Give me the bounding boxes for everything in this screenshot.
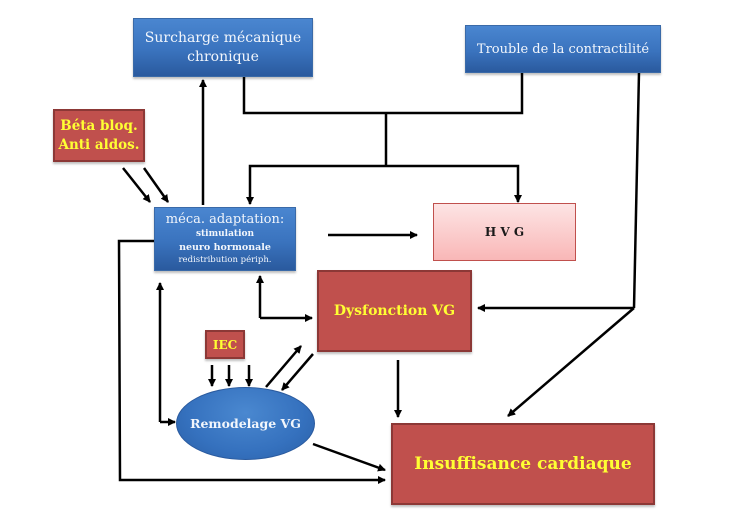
arrow-trouble-to-insuffisance [507,307,635,417]
arrow-remodelage-to-dysfonction [265,345,302,388]
node-insuffisance-label: Insuffisance cardiaque [414,454,632,474]
arrow-merge-to-meca [246,164,386,205]
node-meca-title: méca. adaptation: [165,212,285,227]
arrow-dysfonction-to-remodelage [281,353,314,391]
node-meca-line4: redistribution périph. [178,255,272,265]
node-hvg: H V G [433,203,576,261]
node-trouble-label: Trouble de la contractilité [476,41,650,57]
arrow-meca-to-insuffisance [117,239,386,484]
node-meca-line2: stimulation [195,229,255,239]
node-surcharge-mecanique: Surcharge mécanique chronique [133,18,313,77]
node-beta-line2: Anti aldos. [58,136,140,153]
node-meca-line3: neuro hormonale [179,242,271,253]
node-remodelage-label: Remodelage VG [190,416,301,431]
node-beta-bloq: Béta bloq. Anti aldos. [53,109,145,162]
node-iec: IEC [205,330,245,359]
node-insuffisance-cardiaque: Insuffisance cardiaque [391,423,655,505]
node-trouble-contractilite: Trouble de la contractilité [465,25,661,73]
node-beta-line1: Béta bloq. [60,117,138,134]
node-remodelage-vg: Remodelage VG [176,387,315,460]
node-surcharge-line2: chronique [187,48,259,65]
arrow-remodelage-to-insuffisance [312,442,386,472]
node-hvg-label: H V G [484,225,525,239]
node-dysfonction-vg: Dysfonction VG [317,270,472,352]
connector-trouble-down [632,71,641,309]
node-surcharge-line1: Surcharge mécanique [144,29,302,46]
arrow-beta-to-meca-1 [122,167,151,203]
connector-surcharge-trouble-merge [242,73,524,115]
arrow-beta-to-meca-2 [142,167,170,203]
arrow-merge-to-hvg [386,164,522,203]
node-iec-label: IEC [212,337,238,352]
node-dysfonction-label: Dysfonction VG [333,303,456,319]
node-meca-adaptation: méca. adaptation: stimulation neuro horm… [154,207,296,271]
